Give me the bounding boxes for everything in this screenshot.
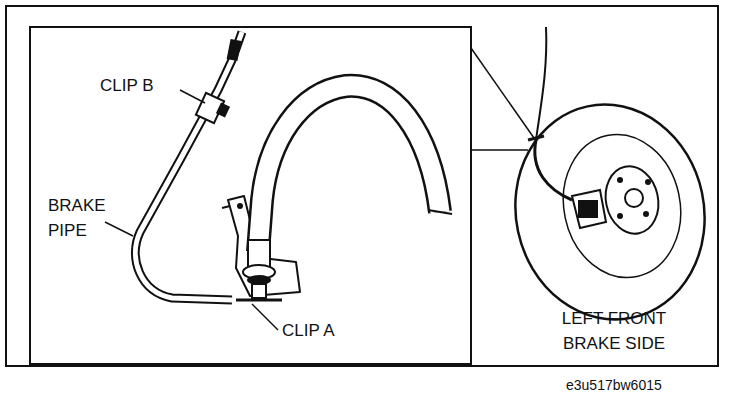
inset-frame bbox=[30, 27, 471, 364]
leader-line bbox=[105, 222, 133, 236]
detail-line bbox=[471, 149, 528, 151]
part-label: BRAKE PIPE bbox=[48, 193, 106, 243]
leader-line bbox=[180, 90, 205, 103]
outer-frame bbox=[6, 6, 718, 366]
view-label: LEFT FRONT BRAKE SIDE bbox=[544, 306, 684, 356]
clip-b bbox=[196, 93, 230, 123]
detail-line bbox=[471, 48, 534, 138]
wheel bbox=[496, 87, 725, 337]
leader-line bbox=[252, 304, 278, 330]
brake-hose bbox=[258, 86, 452, 252]
part-label: CLIP A bbox=[282, 318, 335, 343]
clip-a bbox=[236, 240, 282, 300]
figure-code: e3u517bw6015 bbox=[566, 376, 662, 394]
part-label: CLIP B bbox=[100, 73, 154, 98]
brake-pipe bbox=[135, 32, 242, 300]
strut-line bbox=[536, 27, 546, 140]
